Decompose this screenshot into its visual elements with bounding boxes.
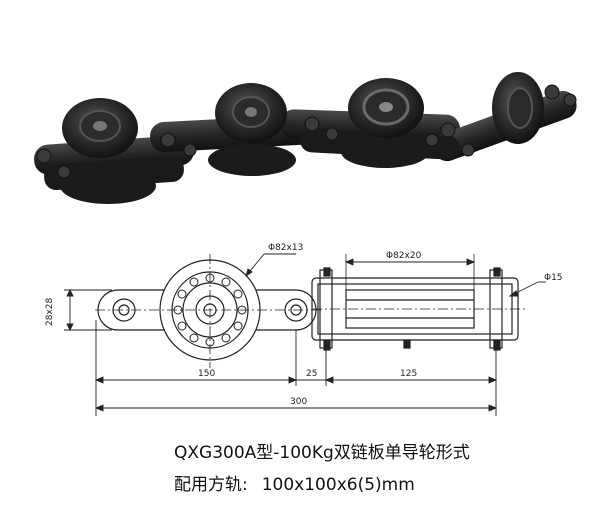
dim-wheel-large: Φ82x13 — [268, 243, 303, 253]
dim-wheel-pair: Φ82x20 — [386, 251, 422, 261]
dim-150: 150 — [198, 369, 215, 379]
chain-wheel-4 — [492, 72, 544, 144]
chain-wheel-1 — [62, 98, 138, 158]
chain-wheel-2 — [215, 83, 287, 143]
dim-height: 28x28 — [45, 297, 55, 326]
chain-photo — [34, 72, 577, 204]
chain-wheel-3 — [348, 78, 424, 138]
top-view — [311, 254, 528, 351]
caption-rail-label: 配用方轨: — [174, 475, 248, 495]
side-view — [95, 254, 322, 368]
dim-125: 125 — [400, 369, 417, 379]
bearing-balls — [173, 273, 247, 347]
dim-300: 300 — [290, 397, 307, 407]
caption-rail: 配用方轨: 100x100x6(5)mm — [0, 470, 600, 495]
dim-pin: Φ15 — [544, 273, 563, 283]
dimension-lines — [64, 253, 546, 416]
dimension-labels: Φ82x13 Φ82x20 Φ15 28x28 150 25 125 300 — [45, 243, 563, 407]
chain-pins — [36, 84, 577, 179]
caption-model: QXG300A型-100Kg双链板单导轮形式 — [174, 443, 470, 463]
tech-drawing — [64, 253, 546, 416]
caption-rail-value: 100x100x6(5)mm — [261, 475, 415, 495]
chain-lower-wheels — [60, 136, 429, 204]
dim-25: 25 — [306, 369, 317, 379]
